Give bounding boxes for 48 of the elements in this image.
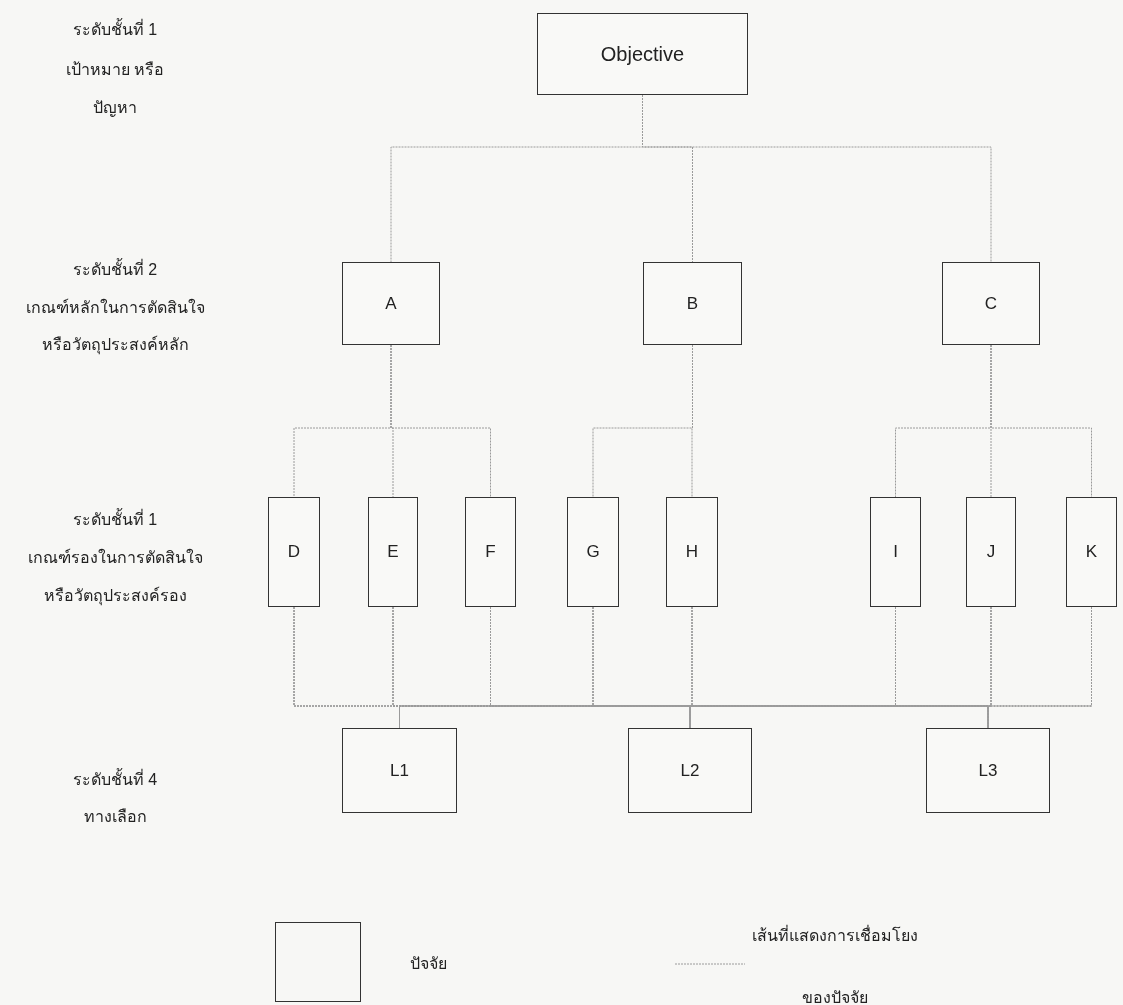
factor-box [465, 497, 516, 607]
box-label: I [893, 541, 898, 564]
factor-box [966, 497, 1016, 607]
factor-box [1066, 497, 1117, 607]
box-label: Objective [600, 42, 685, 67]
factor-box [368, 497, 418, 607]
level-label: หรือวัตถุประสงค์หลัก [41, 334, 189, 357]
box-label: L2 [680, 759, 700, 782]
level-label: ทางเลือก [83, 807, 147, 827]
factor-box [926, 728, 1050, 813]
factor-box [870, 497, 921, 607]
box-label: K [1085, 541, 1098, 564]
factor-box [942, 262, 1040, 345]
level-label: ปัญหา [93, 98, 137, 119]
box-label: L3 [978, 759, 998, 782]
legend-label: เส้นที่แสดงการเชื่อมโยงของปัจจัย [751, 924, 919, 1005]
level-label: ระดับชั้นที่ 1 [72, 18, 158, 42]
connector-line [691, 344, 693, 498]
factor-box [342, 262, 440, 345]
level-label: หรือวัตถุประสงค์รอง [43, 585, 187, 608]
box-label: D [287, 541, 301, 564]
box-label: L1 [390, 759, 409, 782]
factor-box [643, 262, 742, 345]
level-label: เกณฑ์รองในการตัดสินใจ [27, 547, 203, 568]
box-label: F [485, 541, 496, 564]
box-label: J [986, 541, 996, 564]
factor-box [268, 497, 320, 607]
factor-box [537, 13, 748, 95]
level-label: เกณฑ์หลักในการตัดสินใจ [25, 297, 205, 318]
level-label: ระดับชั้นที่ 4 [72, 768, 158, 792]
box-label: A [385, 292, 397, 315]
box-label: B [686, 292, 699, 315]
level-label: ระดับชั้นที่ 2 [72, 258, 158, 282]
connector-line [987, 606, 992, 729]
box-label: C [984, 292, 998, 315]
level-label: เป้าหมาย หรือ [65, 60, 165, 80]
legend-label: ปัจจัย [410, 954, 447, 974]
box-label: H [685, 541, 699, 564]
factor-box [567, 497, 619, 607]
factor-box [666, 497, 718, 607]
factor-box [342, 728, 457, 813]
factor-box [628, 728, 752, 813]
box-label: E [387, 541, 399, 564]
connector-line [990, 344, 1092, 498]
box-label: G [586, 541, 600, 564]
connector-line [390, 344, 491, 498]
connector-line [987, 606, 1092, 729]
level-label: ระดับชั้นที่ 1 [72, 508, 158, 532]
